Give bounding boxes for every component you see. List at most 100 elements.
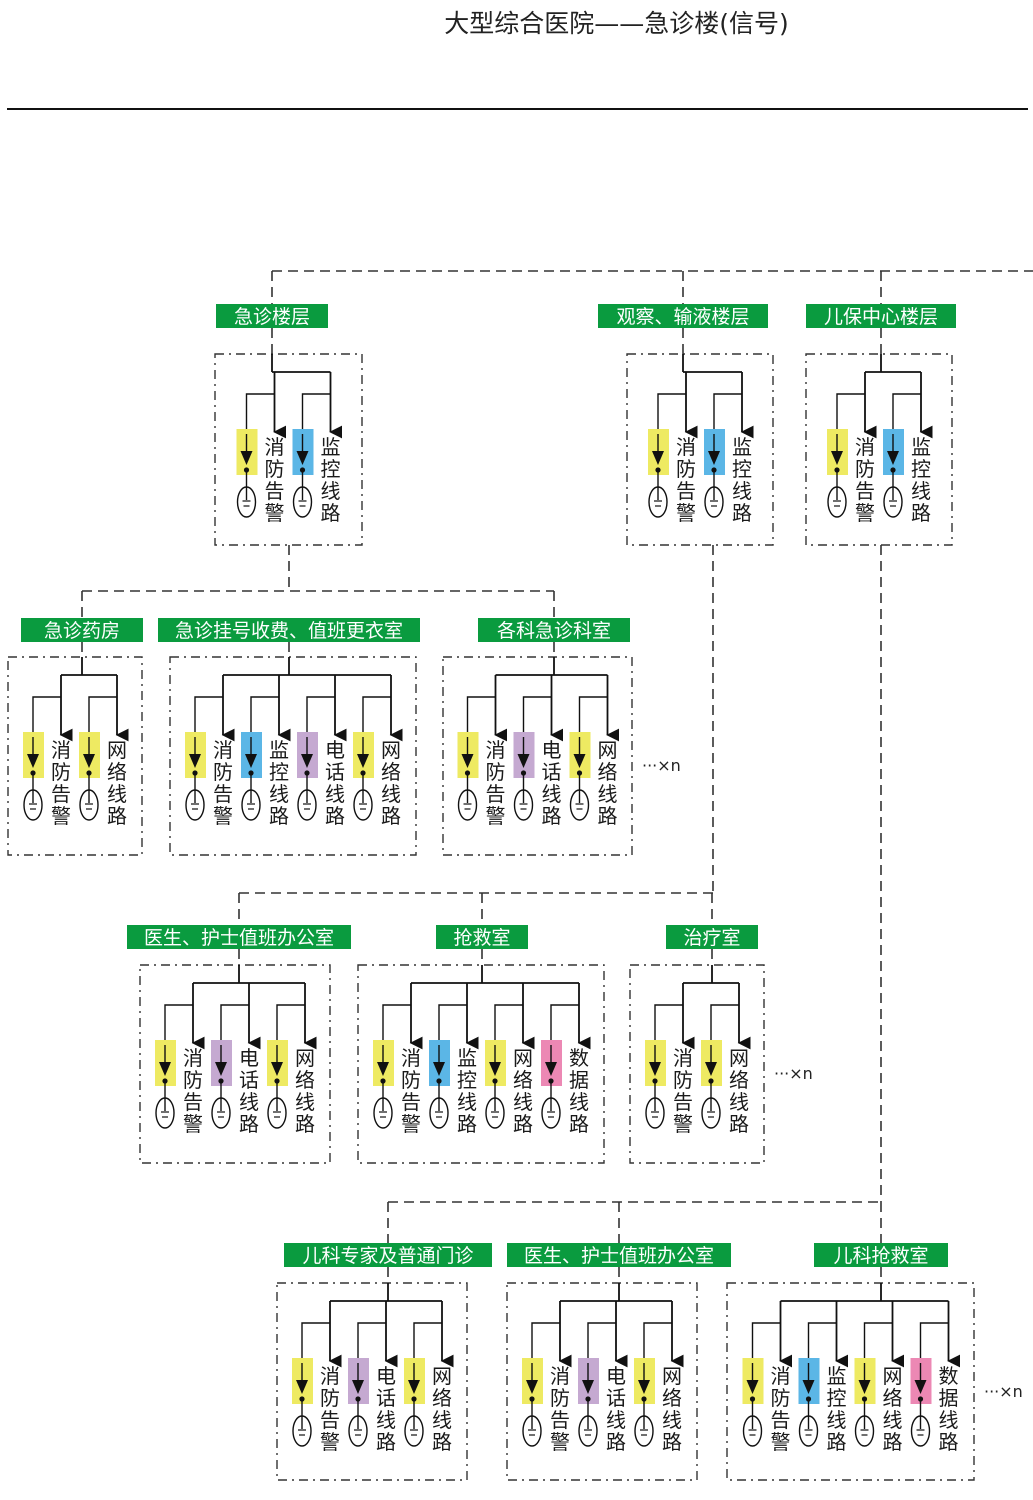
circuit-label-char: 警 — [673, 1112, 693, 1136]
down-arrow-icon — [301, 754, 313, 768]
circuit-label-char: 消 — [401, 1046, 421, 1070]
circuit-label-char: 警 — [320, 1430, 340, 1454]
room-boundary — [357, 964, 605, 1164]
circuit-label-char: 线 — [239, 1090, 259, 1114]
circuit-label-char: 告 — [183, 1090, 203, 1114]
circuit-label-char: 告 — [550, 1408, 570, 1432]
circuit-label-char: 线 — [321, 479, 341, 503]
circuit-label-char: 路 — [542, 804, 562, 828]
circuit-label-char: 控 — [911, 457, 931, 481]
circuit-label-char: 路 — [107, 804, 127, 828]
down-arrow-icon — [517, 754, 530, 768]
circuit-label-char: 话 — [376, 1386, 396, 1410]
group-label: 急诊挂号收费、值班更衣室 — [175, 620, 403, 642]
group-label: 急诊楼层 — [234, 306, 310, 328]
circuit-label-char: 消 — [213, 738, 233, 762]
down-arrow-icon — [352, 1380, 364, 1394]
circuit-label-char: 线 — [911, 479, 931, 503]
group-label: 医生、护士值班办公室 — [524, 1245, 714, 1267]
circuit-label-char: 络 — [883, 1386, 903, 1410]
circuit-label-char: 络 — [432, 1386, 452, 1410]
down-arrow-icon — [83, 754, 95, 768]
circuit-label-char: 防 — [855, 457, 875, 481]
circuit-label-char: 消 — [771, 1364, 791, 1388]
circuit-label-char: 线 — [939, 1408, 959, 1432]
down-arrow-icon — [887, 451, 899, 465]
circuit-label-char: 线 — [432, 1408, 452, 1432]
group-label: 儿保中心楼层 — [824, 306, 938, 328]
down-arrow-icon — [408, 1380, 420, 1394]
circuit-label-char: 路 — [911, 501, 931, 525]
circuit-label-char: 警 — [213, 804, 233, 828]
circuit-label-char: 路 — [662, 1430, 682, 1454]
group-label-bg — [814, 1243, 948, 1267]
circuit-label-char: 监 — [269, 738, 289, 762]
group-label: 儿科抢救室 — [833, 1245, 928, 1267]
group-label-bg — [158, 618, 420, 642]
down-arrow-icon — [573, 754, 586, 768]
room-boundary — [169, 656, 417, 856]
circuit-label-char: 监 — [732, 435, 752, 459]
circuit-label-char: 告 — [673, 1090, 693, 1114]
down-arrow-icon — [377, 1062, 389, 1076]
down-arrow-icon — [489, 1062, 501, 1076]
circuit-label-char: 路 — [239, 1112, 259, 1136]
group-label-bg — [806, 304, 956, 328]
down-arrow-icon — [159, 1062, 171, 1076]
circuit-label-char: 监 — [457, 1046, 477, 1070]
room-boundary — [442, 656, 633, 856]
down-arrow-icon — [245, 754, 257, 768]
circuit-label-char: 告 — [771, 1408, 791, 1432]
circuit-label-char: 话 — [542, 760, 562, 784]
circuit-label-char: 消 — [550, 1364, 570, 1388]
repeat-marker: ···×n — [774, 1064, 813, 1083]
circuit-label-char: 电 — [542, 738, 562, 762]
circuit-label-char: 线 — [729, 1090, 749, 1114]
circuit-label-char: 防 — [320, 1386, 340, 1410]
room-boundary — [629, 964, 765, 1164]
circuit-label-char: 电 — [325, 738, 345, 762]
down-arrow-icon — [433, 1062, 445, 1076]
group-label: 各科急诊科室 — [497, 620, 611, 642]
room-boundary — [139, 964, 331, 1164]
circuit-label-char: 络 — [662, 1386, 682, 1410]
circuit-label-char: 络 — [295, 1068, 315, 1092]
circuit-label-char: 数 — [939, 1364, 959, 1388]
circuit-label-char: 线 — [827, 1408, 847, 1432]
circuit-label-char: 线 — [598, 782, 618, 806]
down-arrow-icon — [526, 1380, 538, 1394]
diagram-title: 大型综合医院——急诊楼(信号) — [444, 9, 789, 38]
down-arrow-icon — [357, 754, 369, 768]
circuit-label-char: 话 — [325, 760, 345, 784]
circuit-label-char: 线 — [732, 479, 752, 503]
circuit-label-char: 络 — [729, 1068, 749, 1092]
circuit-label-char: 警 — [51, 804, 71, 828]
circuit-label-char: 话 — [606, 1386, 626, 1410]
circuit-label-char: 线 — [269, 782, 289, 806]
circuit-label-char: 网 — [295, 1046, 315, 1070]
circuit-label-char: 告 — [213, 782, 233, 806]
circuit-label-char: 防 — [771, 1386, 791, 1410]
circuit-label-char: 据 — [569, 1068, 589, 1092]
down-arrow-icon — [545, 1062, 557, 1076]
circuit-label-char: 网 — [883, 1364, 903, 1388]
circuit-label-char: 路 — [295, 1112, 315, 1136]
